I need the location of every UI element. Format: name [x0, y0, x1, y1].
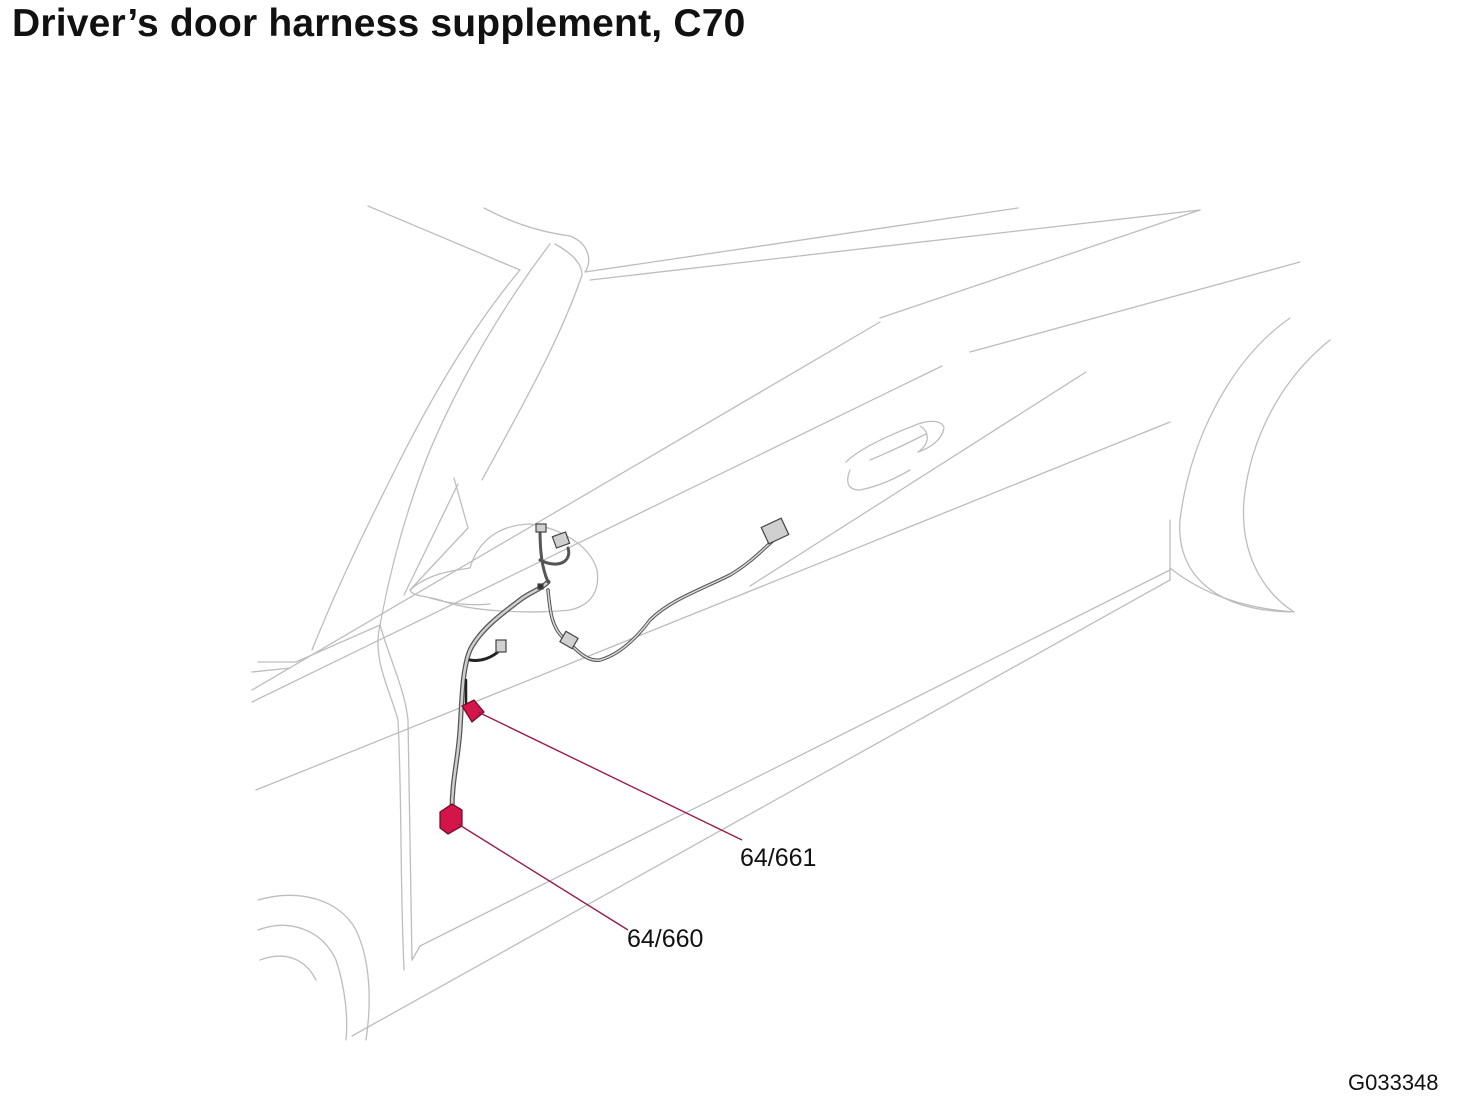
callout-label-64-660: 64/660: [627, 925, 704, 953]
connector-64-660: [439, 803, 463, 835]
wiring-harness: [449, 528, 778, 813]
harness-connectors: [495, 517, 790, 653]
car-body-outline: [251, 205, 1331, 1041]
leader-line-64-660: [457, 823, 629, 931]
callout-label-64-661: 64/661: [740, 844, 817, 872]
connector-64-661: [461, 699, 485, 723]
leader-line-64-661: [477, 711, 743, 841]
figure-id: G033348: [1348, 1070, 1439, 1095]
page-title: Driver’s door harness supplement, C70: [12, 2, 746, 45]
leader-lines: [457, 711, 743, 931]
